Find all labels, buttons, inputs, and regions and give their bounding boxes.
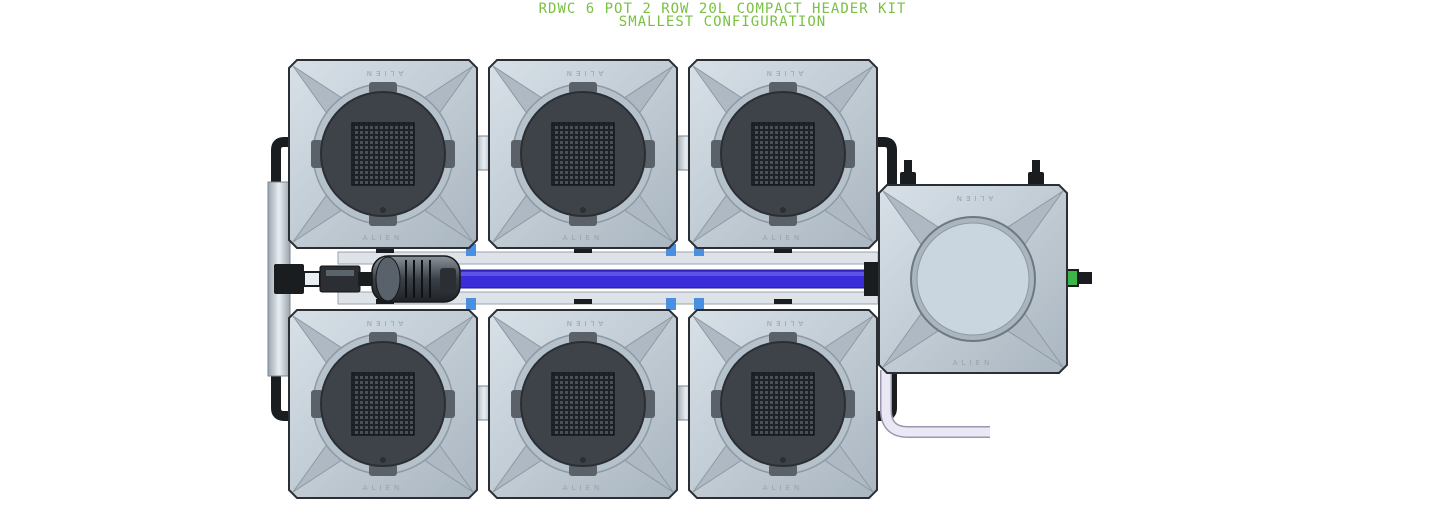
blue-fittings: [466, 244, 704, 310]
grow-pot: [688, 309, 878, 499]
grow-pot: [688, 59, 878, 249]
pot-logo: ALIEN: [563, 319, 603, 327]
pot-logo: ALIEN: [563, 234, 603, 242]
reservoir-tank: [878, 184, 1068, 374]
green-side-connector: [1065, 269, 1092, 287]
pot-logo: ALIEN: [363, 234, 403, 242]
pot-logo: ALIEN: [763, 319, 803, 327]
title-line-2: SMALLEST CONFIGURATION: [618, 14, 827, 30]
title-line-1: RDWC 6 POT 2 ROW 20L COMPACT HEADER KIT: [538, 1, 907, 17]
reservoir-top-fittings: [900, 160, 1044, 186]
pump-coupler: [319, 265, 361, 293]
pipe-end-cap: [864, 262, 880, 296]
grow-pot: [488, 59, 678, 249]
pot-logo: ALIEN: [363, 319, 403, 327]
pot-logos: ALIEN ALIEN ALIEN ALIEN ALIEN ALIEN ALIE…: [363, 69, 993, 492]
reservoir-hose: [880, 370, 990, 438]
grow-pot: [288, 59, 478, 249]
pot-logo: ALIEN: [763, 234, 803, 242]
pot-logo: ALIEN: [563, 484, 603, 492]
pot-logo: ALIEN: [363, 69, 403, 77]
left-tee-fitting: [274, 264, 304, 294]
pot-logo: ALIEN: [953, 194, 993, 202]
pot-logo: ALIEN: [563, 69, 603, 77]
pot-logo: ALIEN: [953, 359, 993, 367]
inlet-hose: [303, 271, 321, 287]
water-pump: [371, 255, 461, 303]
pot-logo: ALIEN: [763, 484, 803, 492]
grow-pot: [488, 309, 678, 499]
grow-pot: [288, 309, 478, 499]
pot-logo: ALIEN: [763, 69, 803, 77]
pot-logo: ALIEN: [363, 484, 403, 492]
